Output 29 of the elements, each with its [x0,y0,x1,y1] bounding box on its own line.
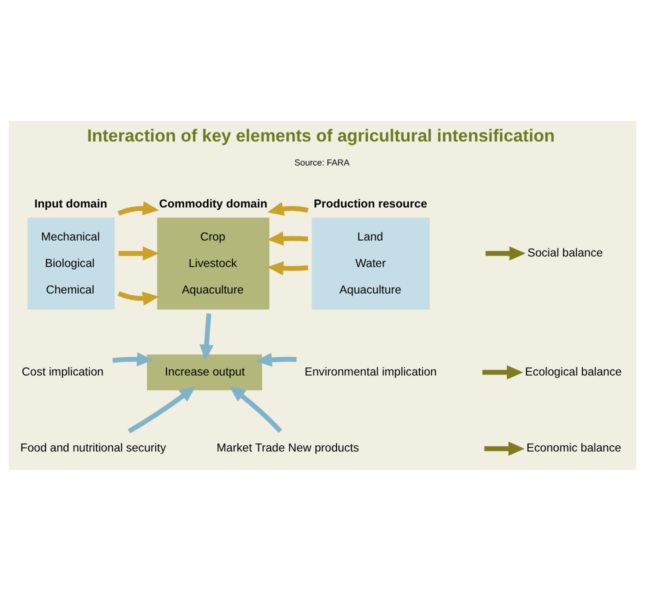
arrow [256,352,297,367]
arrow [118,246,159,260]
node-text: Environmental implication [304,365,437,378]
node-label: Production resource [314,198,428,211]
node-text: Social balance [527,246,603,260]
arrow [486,246,526,260]
arrow [484,442,525,456]
arrow [128,386,196,434]
arrow [482,365,524,380]
node-label: Input domain [34,198,108,211]
arrow [229,386,282,433]
node-text: Food and nutritional security [20,442,166,455]
diagram-title: Interaction of key elements of agricultural intensification [87,126,555,146]
node-box: Land Water Aquaculture [312,218,430,310]
node-text: Cost implication [22,365,104,378]
node-box: Crop Livestock Aquaculture [157,218,270,310]
node-box: Increase output [147,354,262,390]
node-text: Market Trade New products [216,442,360,455]
arrow [118,291,159,306]
arrow [118,201,159,216]
node-text: Ecological balance [525,365,622,378]
arrow [267,261,308,276]
caption: Source: FARA [294,158,350,168]
arrow [199,313,214,361]
node-text: Economic balance [526,442,622,455]
arrow [112,352,154,366]
node-label: Commodity domain [159,198,268,211]
node-box: Mechanical Biological Chemical [28,218,115,310]
arrow [267,232,308,246]
